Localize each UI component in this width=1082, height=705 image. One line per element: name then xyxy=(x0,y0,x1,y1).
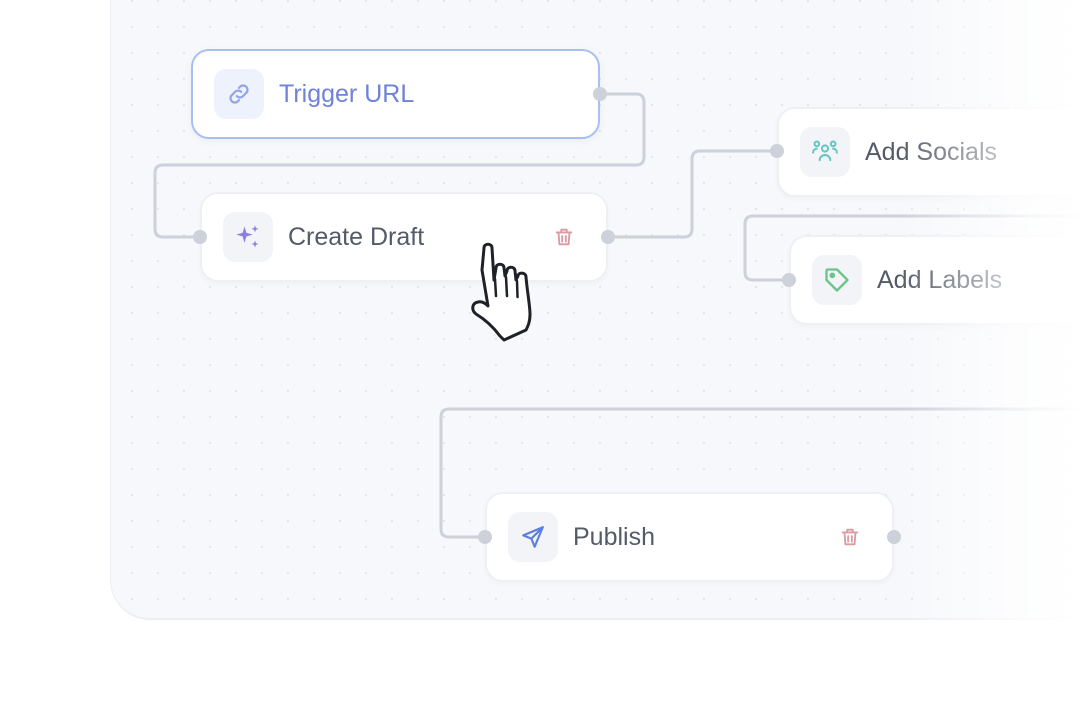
create-draft-output-port[interactable] xyxy=(601,230,615,244)
trash-icon xyxy=(555,228,573,246)
trigger-url-node[interactable]: Trigger URL xyxy=(191,49,600,139)
wire-draft-to-socials xyxy=(606,149,779,239)
wire-trigger-to-draft xyxy=(153,92,646,239)
publish-node[interactable]: Publish xyxy=(485,492,894,582)
add-labels-node[interactable]: Add Labels xyxy=(789,235,1082,325)
link-icon xyxy=(229,84,249,104)
tag-icon xyxy=(825,268,849,292)
publish-output-port[interactable] xyxy=(887,530,901,544)
publish-delete-button[interactable] xyxy=(838,525,862,549)
publish-icon-box xyxy=(508,512,558,562)
trigger-output-port[interactable] xyxy=(593,87,607,101)
publish-label: Publish xyxy=(573,522,655,551)
create-draft-label: Create Draft xyxy=(288,222,425,251)
add-labels-input-port[interactable] xyxy=(782,273,796,287)
add-socials-input-port[interactable] xyxy=(770,144,784,158)
send-icon xyxy=(522,526,544,548)
create-draft-node[interactable]: Create Draft xyxy=(200,192,608,282)
add-labels-icon-box xyxy=(812,255,862,305)
wire-branch-to-labels xyxy=(743,214,1082,282)
trigger-url-label: Trigger URL xyxy=(279,79,415,108)
add-socials-node[interactable]: Add Socials xyxy=(777,107,1082,197)
add-labels-label: Add Labels xyxy=(877,265,1003,294)
hand-pointer-icon xyxy=(471,242,532,342)
create-draft-input-port[interactable] xyxy=(193,230,207,244)
publish-input-port[interactable] xyxy=(478,530,492,544)
users-icon xyxy=(812,140,838,162)
trash-icon xyxy=(841,528,859,546)
trigger-icon-box xyxy=(214,69,264,119)
wire-branch-to-publish xyxy=(439,407,1082,539)
add-socials-label: Add Socials xyxy=(865,137,998,166)
sparkles-icon xyxy=(236,225,259,248)
add-socials-icon-box xyxy=(800,127,850,177)
create-draft-icon-box xyxy=(223,212,273,262)
create-draft-delete-button[interactable] xyxy=(552,225,576,249)
